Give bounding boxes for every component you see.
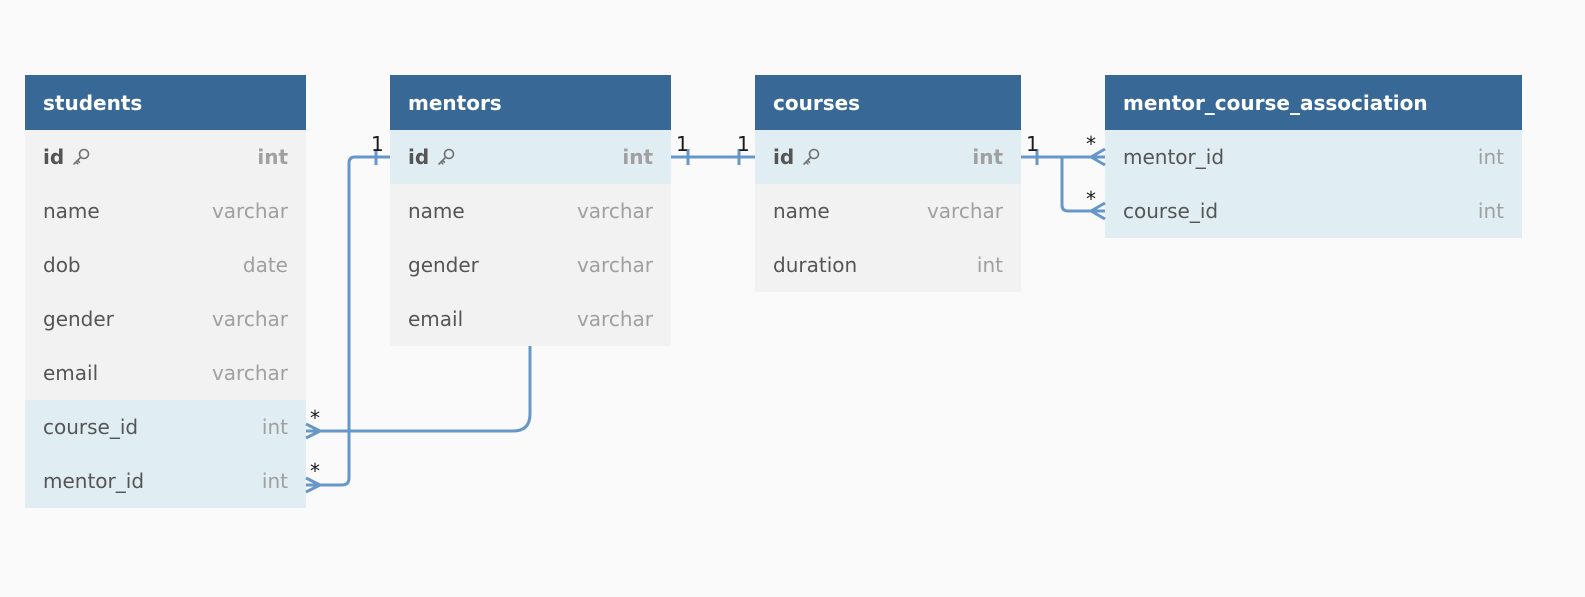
field-name: mentor_id <box>1123 145 1225 169</box>
field-row[interactable]: gender varchar <box>25 292 306 346</box>
cardinality-label: 1 <box>1026 132 1039 156</box>
cardinality-label: * <box>310 406 320 430</box>
field-name: name <box>43 199 100 223</box>
field-type: int <box>261 415 288 439</box>
connector-course-students[interactable] <box>306 346 532 433</box>
field-row[interactable]: name varchar <box>25 184 306 238</box>
field-row[interactable]: gender varchar <box>390 238 671 292</box>
field-type: int <box>261 469 288 493</box>
field-row[interactable]: name varchar <box>390 184 671 238</box>
field-type: int <box>1477 145 1504 169</box>
field-type: varchar <box>926 199 1003 223</box>
table-courses[interactable]: courses id int name varchar duration int <box>755 75 1021 292</box>
field-name: gender <box>408 253 479 277</box>
field-type: varchar <box>576 253 653 277</box>
field-row[interactable]: mentor_id int <box>1105 130 1522 184</box>
field-row[interactable]: course_id int <box>25 400 306 454</box>
table-header[interactable]: courses <box>755 75 1021 130</box>
cardinality-label: * <box>310 459 320 483</box>
field-type: varchar <box>576 307 653 331</box>
field-type: date <box>242 253 288 277</box>
field-name: name <box>773 199 830 223</box>
table-mentors[interactable]: mentors id int name varchar gender varch… <box>390 75 671 346</box>
field-name: duration <box>773 253 858 277</box>
field-row[interactable]: dob date <box>25 238 306 292</box>
field-name: email <box>43 361 99 385</box>
table-header[interactable]: mentor_course_association <box>1105 75 1522 130</box>
field-type: varchar <box>576 199 653 223</box>
field-row[interactable]: course_id int <box>1105 184 1522 238</box>
cardinality-label: * <box>1086 132 1096 156</box>
field-type: varchar <box>211 199 288 223</box>
cardinality-label: 1 <box>676 132 689 156</box>
field-name: course_id <box>1123 199 1219 223</box>
field-row[interactable]: id int <box>390 130 671 184</box>
table-mentor-course-association[interactable]: mentor_course_association mentor_id int … <box>1105 75 1522 238</box>
key-icon <box>800 146 822 168</box>
field-type: varchar <box>211 307 288 331</box>
field-row[interactable]: email varchar <box>390 292 671 346</box>
field-name: id <box>43 145 65 169</box>
connector-courses-course-id[interactable] <box>1060 157 1105 213</box>
cardinality-label: 1 <box>737 132 750 156</box>
field-row[interactable]: name varchar <box>755 184 1021 238</box>
field-row[interactable]: email varchar <box>25 346 306 400</box>
key-icon <box>435 146 457 168</box>
field-type: int <box>622 145 653 169</box>
field-row[interactable]: id int <box>25 130 306 184</box>
field-name: course_id <box>43 415 139 439</box>
field-row[interactable]: mentor_id int <box>25 454 306 508</box>
cardinality-label: 1 <box>371 132 384 156</box>
key-icon <box>70 146 92 168</box>
connector-mentors-students[interactable] <box>306 155 390 487</box>
field-name: gender <box>43 307 114 331</box>
field-name: dob <box>43 253 81 277</box>
field-type: varchar <box>211 361 288 385</box>
field-row[interactable]: id int <box>755 130 1021 184</box>
table-header[interactable]: students <box>25 75 306 130</box>
table-header[interactable]: mentors <box>390 75 671 130</box>
field-row[interactable]: duration int <box>755 238 1021 292</box>
table-students[interactable]: students id int name varchar dob date ge… <box>25 75 306 508</box>
field-type: int <box>1477 199 1504 223</box>
field-name: id <box>408 145 430 169</box>
field-type: int <box>976 253 1003 277</box>
field-name: name <box>408 199 465 223</box>
field-name: mentor_id <box>43 469 145 493</box>
field-type: int <box>257 145 288 169</box>
field-name: email <box>408 307 464 331</box>
cardinality-label: * <box>1086 187 1096 211</box>
field-type: int <box>972 145 1003 169</box>
field-name: id <box>773 145 795 169</box>
